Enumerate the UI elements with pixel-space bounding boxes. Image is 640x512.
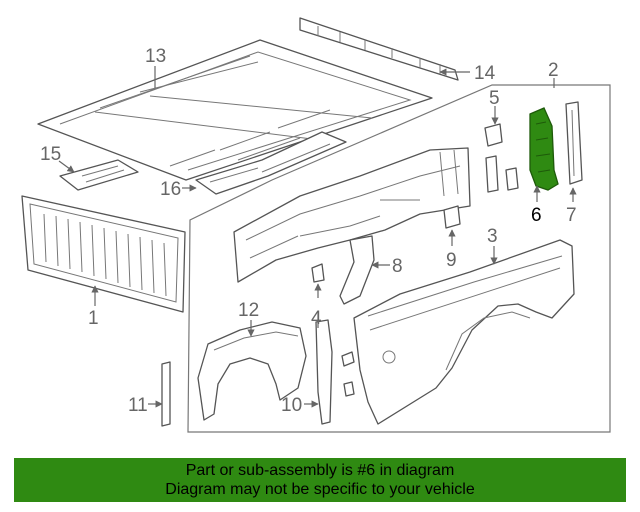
callout-13: 13 [145,46,166,67]
callout-9: 9 [446,250,457,271]
parts-diagram: 1 2 3 4 5 6 7 8 9 10 11 12 13 14 15 16 [21,17,611,433]
pillar-bracket [339,235,375,305]
callout-11: 11 [128,395,148,416]
fastener [343,381,355,397]
vertical-support [565,101,583,185]
callout-15: 15 [40,144,61,165]
crossmember-plate [195,131,347,195]
callout-5: 5 [489,88,500,109]
banner-line-part: Part or sub-assembly is #6 in diagram [185,462,455,479]
assembly-outline [187,84,611,433]
callout-4: 4 [311,308,322,329]
callout-1: 1 [88,308,99,329]
wheelhouse [197,321,307,421]
tailgate [21,195,186,313]
callout-16: 16 [160,179,181,200]
trim-strip [161,361,171,427]
rear-post [315,319,333,425]
bracket-plate [59,159,139,191]
small-bracket [311,263,325,283]
info-banner: Part or sub-assembly is #6 in diagram Di… [14,458,626,502]
callout-8: 8 [392,256,403,277]
fastener [341,351,355,367]
callout-2: 2 [548,60,559,81]
callout-10: 10 [281,395,302,416]
outer-side-panel [353,239,575,425]
highlighted-part-6 [529,107,559,191]
bed-floor-panel [37,39,433,181]
front-rail [299,17,459,81]
inner-side-panel [233,147,471,283]
callout-12: 12 [238,300,259,321]
latch-bracket [484,123,519,193]
clip [443,205,461,229]
banner-line-disclaimer: Diagram may not be specific to your vehi… [165,481,475,498]
callout-3: 3 [487,226,498,247]
callout-14: 14 [474,63,496,84]
callout-7: 7 [566,205,577,226]
callout-6: 6 [531,205,542,226]
